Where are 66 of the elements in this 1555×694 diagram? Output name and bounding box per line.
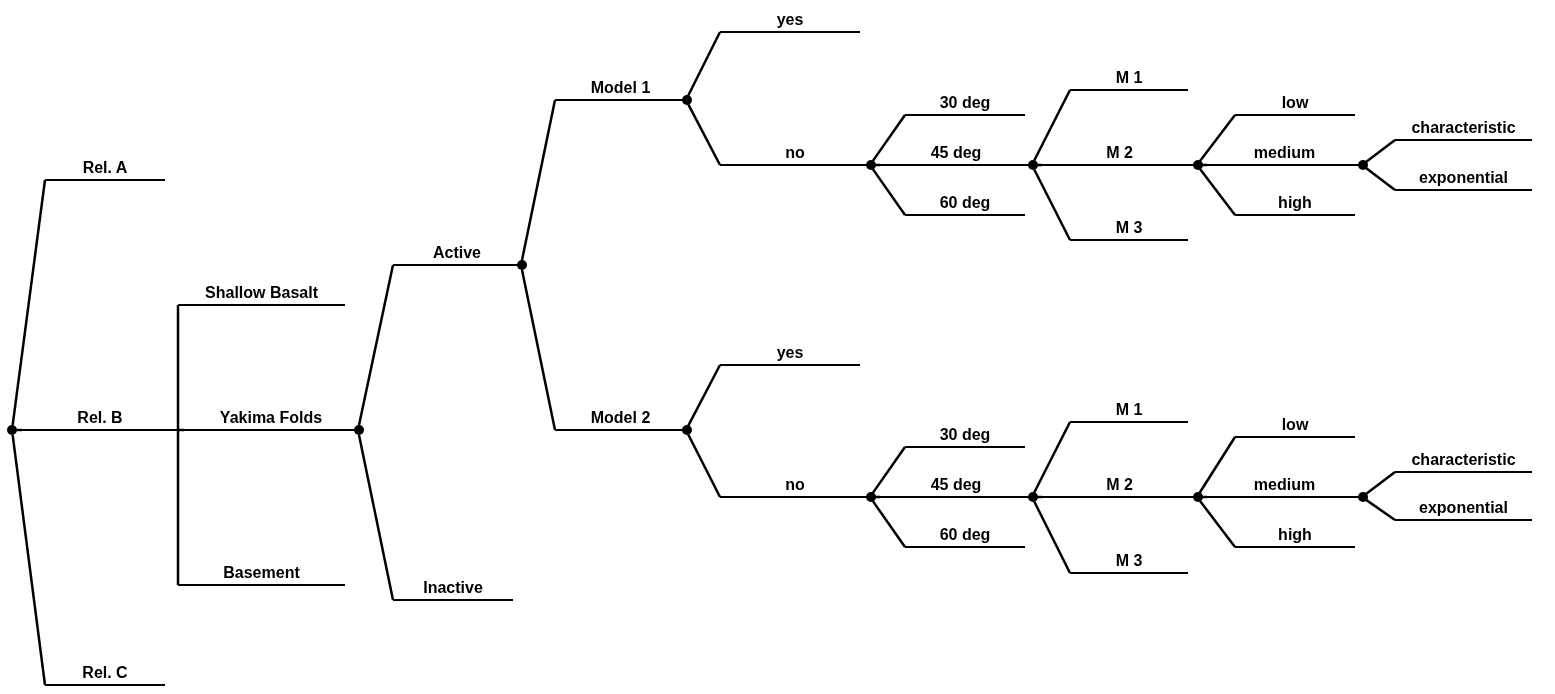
branch-label: Rel. B (77, 410, 123, 426)
branch-line (176, 430, 180, 585)
branch-line (1365, 167, 1396, 191)
branch-label: 45 deg (930, 145, 982, 161)
branch-line (871, 168, 907, 216)
branch-line (871, 114, 907, 162)
branch-label: Basement (223, 565, 300, 581)
branch-label: no (785, 145, 805, 161)
branch-label: 60 deg (939, 195, 991, 211)
branch-line (871, 446, 907, 494)
branch-label: M 1 (1115, 70, 1143, 86)
branch-label: exponential (1419, 500, 1508, 516)
branch-label: 45 deg (930, 477, 982, 493)
branch-label: M 2 (1106, 145, 1133, 161)
branch-line (1199, 500, 1236, 548)
branch-label: Yakima Folds (219, 410, 323, 426)
branch-label: low (1281, 95, 1309, 111)
branch-line (871, 500, 907, 548)
branch-label: yes (776, 345, 804, 361)
branch-label: M 3 (1115, 553, 1143, 569)
branch-line (357, 434, 395, 601)
branch-label: 30 deg (939, 427, 991, 443)
branch-line (687, 103, 722, 166)
branch-label: M 1 (1115, 402, 1143, 418)
branch-line (1033, 421, 1072, 494)
branch-line (687, 433, 722, 498)
branch-label: 30 deg (939, 95, 991, 111)
branch-label: Rel. C (82, 665, 128, 681)
branch-label: Model 2 (590, 410, 651, 426)
branch-label: characteristic (1411, 452, 1516, 468)
branch-line (11, 179, 47, 426)
branch-line (357, 264, 395, 426)
branch-label: M 3 (1115, 220, 1143, 236)
branch-label: high (1278, 195, 1312, 211)
branch-label: characteristic (1411, 120, 1516, 136)
branch-line (520, 99, 557, 261)
branch-label: yes (776, 12, 804, 28)
branch-line (176, 305, 180, 430)
branch-line (687, 31, 722, 97)
branch-label: M 2 (1106, 477, 1133, 493)
branch-label: medium (1253, 477, 1316, 493)
root-dot (7, 425, 17, 435)
branch-line (1198, 436, 1237, 494)
branch-label: low (1281, 417, 1309, 433)
branch-line (1365, 139, 1396, 163)
branch-label: Inactive (423, 580, 483, 596)
branch-label: high (1278, 527, 1312, 543)
branch-line (520, 269, 557, 431)
branch-label: Shallow Basalt (205, 285, 318, 301)
branch-line (1033, 168, 1072, 241)
branch-line (1365, 498, 1396, 522)
branch-line (1365, 471, 1396, 495)
branch-line (178, 428, 184, 432)
branch-label: medium (1253, 145, 1316, 161)
branch-label: Rel. A (82, 160, 128, 176)
branch-label: Active (433, 245, 481, 261)
branch-label: 60 deg (939, 527, 991, 543)
branch-line (1033, 500, 1072, 574)
branch-line (1199, 114, 1236, 162)
branch-line (1199, 168, 1236, 216)
branch-label: Model 1 (590, 80, 651, 96)
branch-line (1033, 89, 1072, 162)
branch-label: no (785, 477, 805, 493)
branch-line (687, 364, 722, 427)
branch-label: exponential (1419, 170, 1508, 186)
branch-line (11, 434, 47, 686)
